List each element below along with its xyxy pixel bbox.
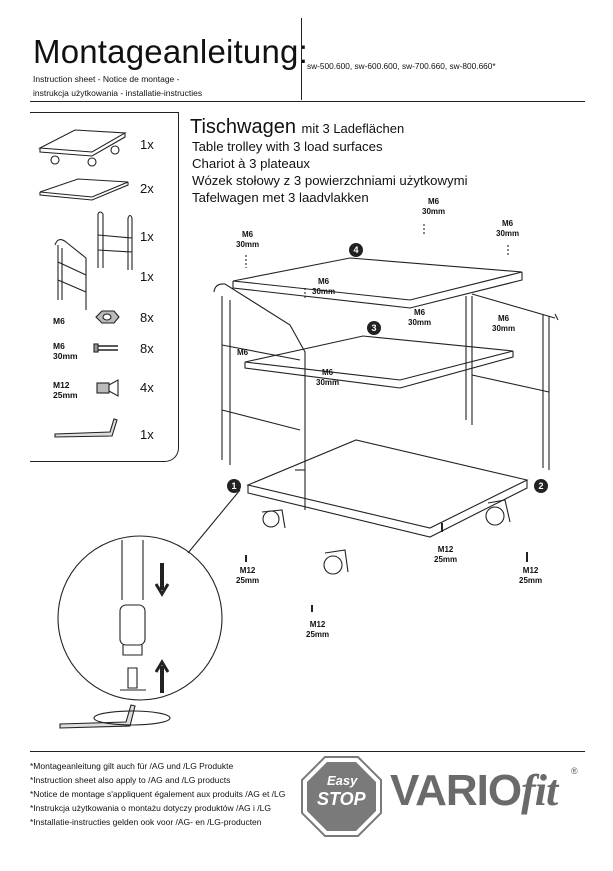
logo-fit: fit <box>521 766 558 815</box>
part-hex-key-illustration <box>54 418 118 438</box>
model-numbers: sw-500.600, sw-600.600, sw-700.660, sw-8… <box>307 61 496 71</box>
part-qty-4: 1x <box>140 269 154 284</box>
page-title: Montageanleitung: <box>33 33 308 70</box>
part-label-screw: M6 30mm <box>53 341 78 361</box>
footer-note-nl: *Installatie-instructies gelden ook voor… <box>30 817 262 827</box>
product-name-suffix: mit 3 Ladeflächen <box>301 121 405 136</box>
part-qty-7: 4x <box>140 380 154 395</box>
easy-word: Easy <box>327 773 358 788</box>
step-number-4: 4 <box>349 243 363 257</box>
header-rule <box>30 101 585 102</box>
footer-note-de: *Montageanleitung gilt auch für /AG und … <box>30 761 234 771</box>
subtitle-line-1: Instruction sheet - Notice de montage - <box>33 74 180 84</box>
stop-word: STOP <box>317 789 366 809</box>
part-nut-illustration <box>95 310 120 324</box>
footer-rule <box>30 751 585 752</box>
part-label-nut: M6 <box>53 316 65 326</box>
part-label-bolt: M12 25mm <box>53 380 78 400</box>
part-qty-3: 1x <box>140 229 154 244</box>
part-bolt-m12-illustration <box>96 379 119 397</box>
part-qty-8: 1x <box>140 427 154 442</box>
callout-m6: M6 <box>237 348 249 357</box>
product-line-pl: Wózek stołowy z 3 powierzchniami użytkow… <box>192 173 468 188</box>
part-qty-1: 1x <box>140 137 154 152</box>
part-side-frame-illustration <box>97 211 133 270</box>
variofit-logo: VARIOfit <box>390 765 558 816</box>
footer-note-pl: *Instrukcja użytkowania o montażu dotycz… <box>30 803 271 813</box>
part-base-frame-illustration <box>38 129 127 167</box>
callout-m12-25: M12 25mm <box>434 545 458 564</box>
callout-m6-30: M6 30mm <box>312 277 336 296</box>
parts-list-box <box>30 112 179 462</box>
step-number-1: 1 <box>227 479 241 493</box>
part-qty-6: 8x <box>140 341 154 356</box>
footer-note-en: *Instruction sheet also apply to /AG and… <box>30 775 231 785</box>
product-name: Tischwagen <box>190 116 296 138</box>
logo-vario: VARIO <box>390 766 522 815</box>
subtitle-line-2: instrukcja użytkowania - installatie-ins… <box>33 88 203 98</box>
easy-stop-logo <box>301 756 382 837</box>
trolley-illustration <box>213 224 559 612</box>
callout-m6-30: M6 30mm <box>492 314 516 333</box>
product-line-fr: Chariot à 3 plateaux <box>192 156 311 171</box>
callout-m6-30: M6 30mm <box>236 230 260 249</box>
detail-magnifier <box>57 489 241 729</box>
part-qty-5: 8x <box>140 310 154 325</box>
step-number-2: 2 <box>534 479 548 493</box>
step-number-3: 3 <box>367 321 381 335</box>
header-divider <box>301 18 302 100</box>
callout-m6-30: M6 30mm <box>316 368 340 387</box>
part-handle-frame-illustration <box>54 239 87 310</box>
product-line-nl: Tafelwagen met 3 laadvlakken <box>192 190 369 205</box>
registered-mark: ® <box>571 766 578 776</box>
callout-m12-25: M12 25mm <box>236 566 260 585</box>
callout-m12-25: M12 25mm <box>519 566 543 585</box>
callout-m6-30: M6 30mm <box>496 219 520 238</box>
callout-m12-25: M12 25mm <box>306 620 330 639</box>
footer-note-fr: *Notice de montage s'appliquent égalemen… <box>30 789 286 799</box>
callout-m6-30: M6 30mm <box>422 197 446 216</box>
part-qty-2: 2x <box>140 181 154 196</box>
part-screw-m6-illustration <box>93 343 118 353</box>
product-line-en: Table trolley with 3 load surfaces <box>192 139 383 154</box>
callout-m6-30: M6 30mm <box>408 308 432 327</box>
part-tray-illustration <box>39 178 129 201</box>
product-heading: Tischwagen mit 3 Ladeflächen <box>190 116 404 139</box>
